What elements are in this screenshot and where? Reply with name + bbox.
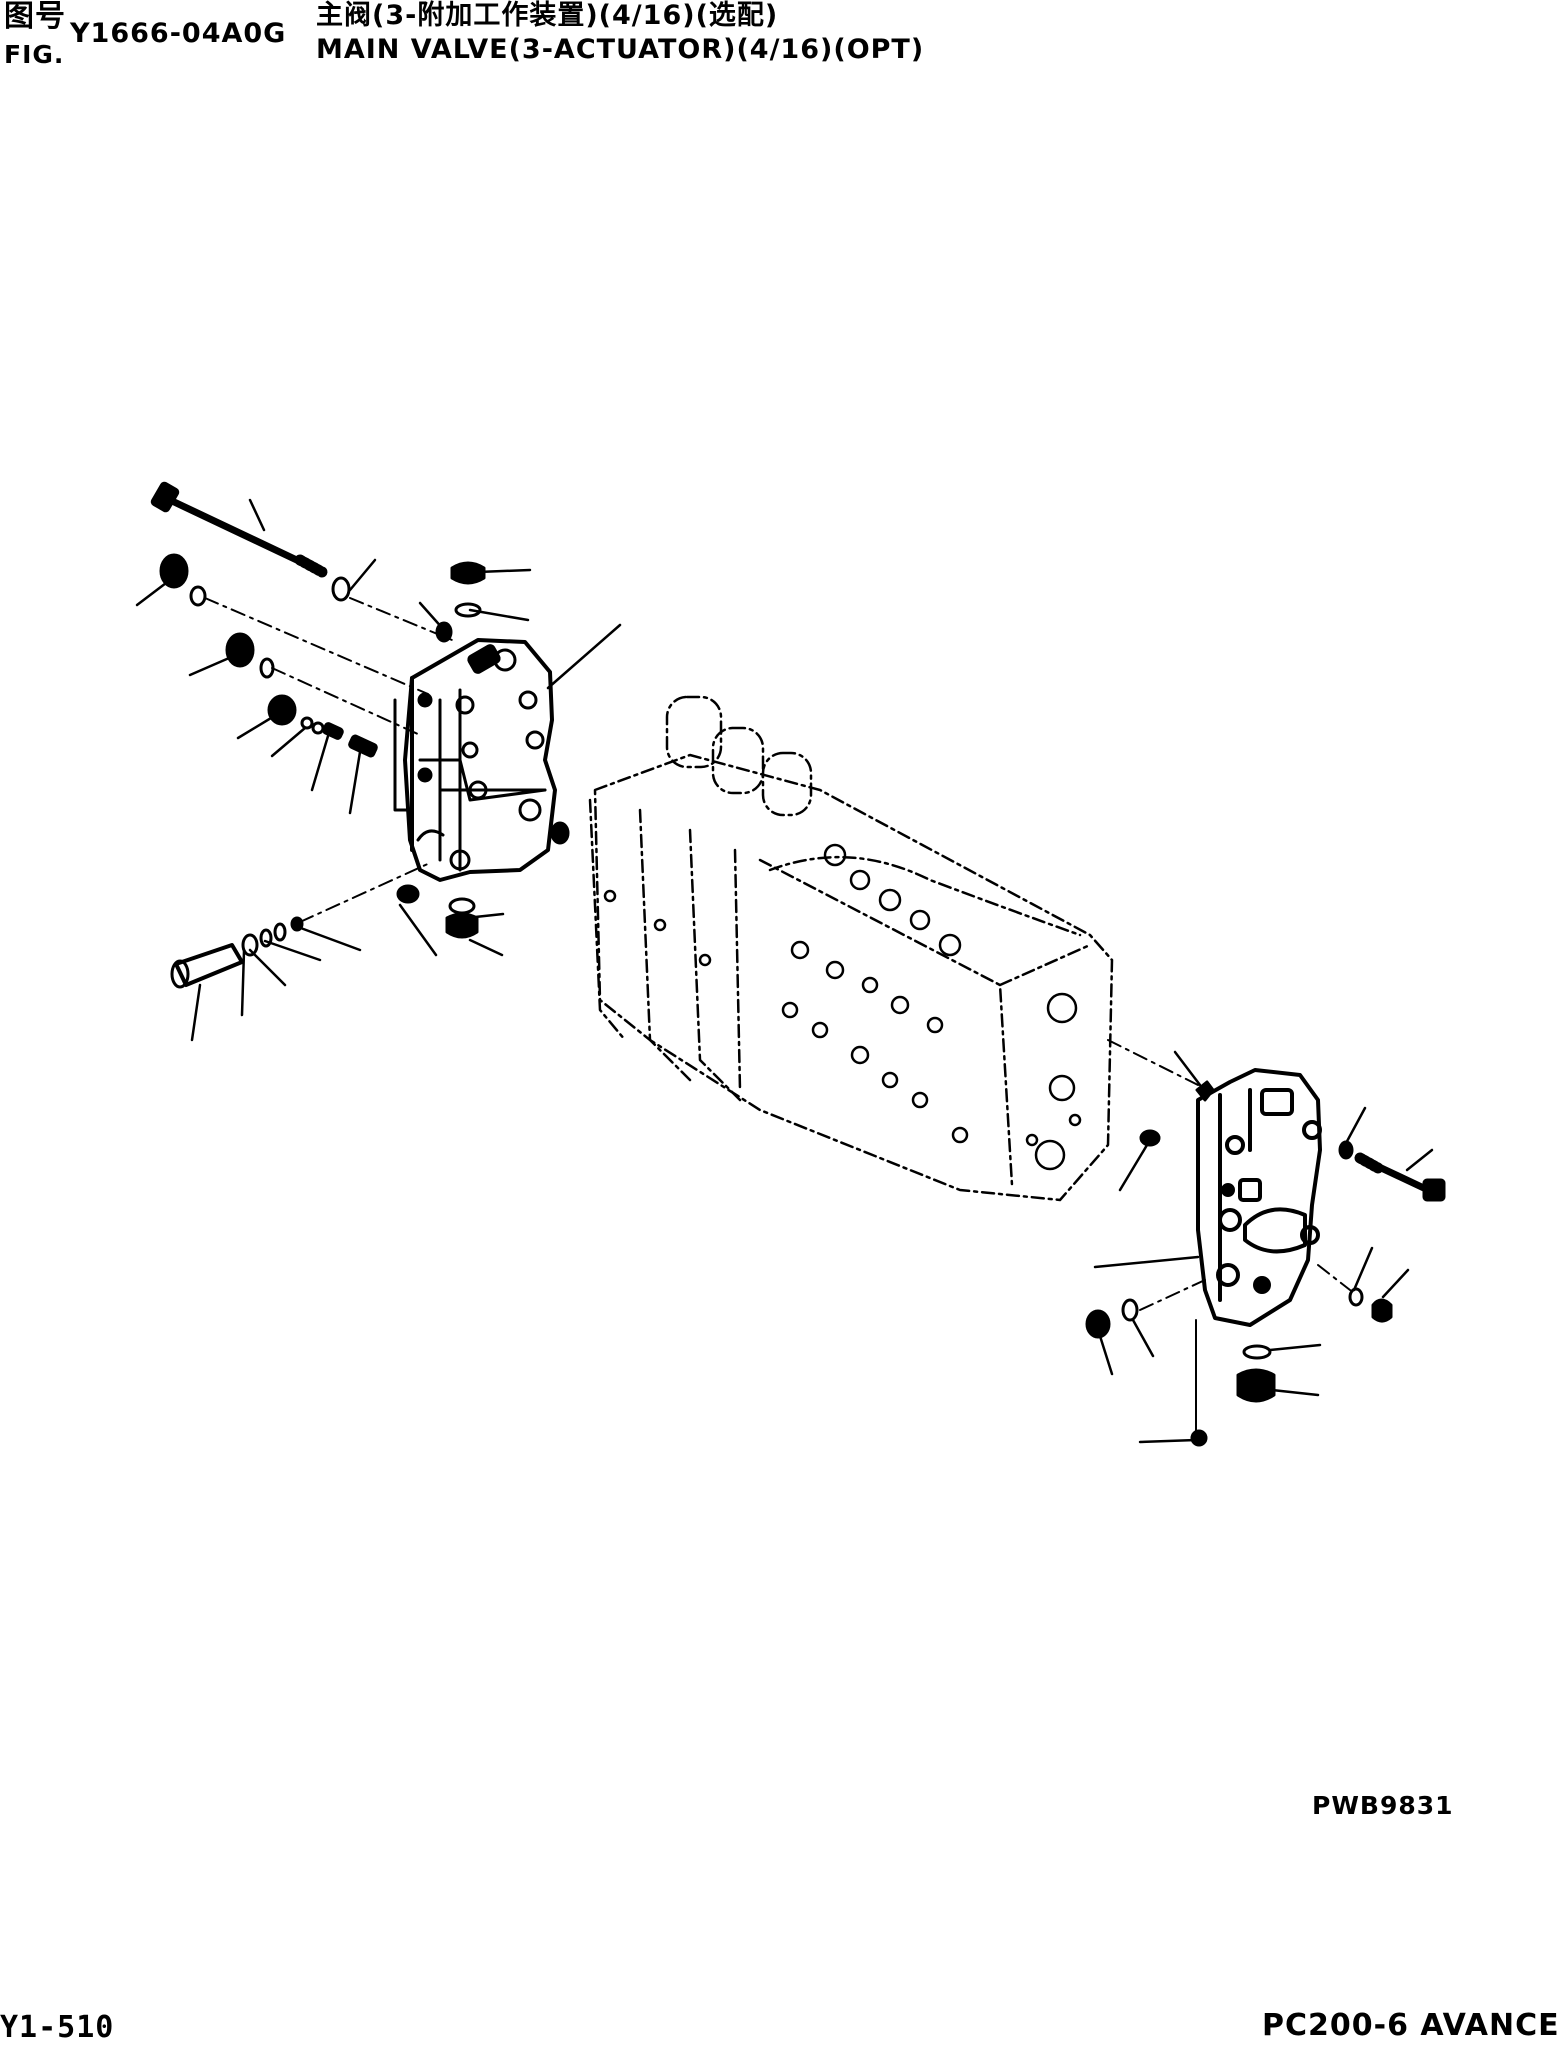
drawing-code: PWB9831 — [1312, 1791, 1454, 1820]
title-chinese: 主阀(3-附加工作装置)(4/16)(选配) — [316, 0, 779, 31]
left-valve-section — [150, 481, 570, 989]
title-english: MAIN VALVE(3-ACTUATOR)(4/16)(OPT) — [316, 34, 925, 65]
tie-bolt-left — [150, 481, 328, 578]
model-name: PC200-6 AVANCE — [1262, 2008, 1560, 2043]
tie-bolt-right — [1354, 1152, 1446, 1202]
plug-upper-left — [159, 553, 378, 758]
figure-number: Y1666-04A0G — [70, 18, 287, 49]
leader-lines — [135, 498, 1434, 1444]
relief-valve-left — [170, 916, 304, 989]
fig-label-cn: 图号 — [4, 0, 66, 34]
right-valve-body — [1196, 1068, 1322, 1327]
page-number: Y1-510 — [0, 2010, 115, 2045]
main-valve-ports — [603, 843, 1082, 1171]
main-valve-block — [588, 695, 1114, 1202]
right-valve-section — [1085, 1039, 1446, 1447]
left-valve-body — [393, 638, 570, 882]
fig-label-en: FIG. — [4, 40, 65, 69]
plug-top-right — [450, 561, 486, 618]
plug-lower — [396, 884, 479, 939]
